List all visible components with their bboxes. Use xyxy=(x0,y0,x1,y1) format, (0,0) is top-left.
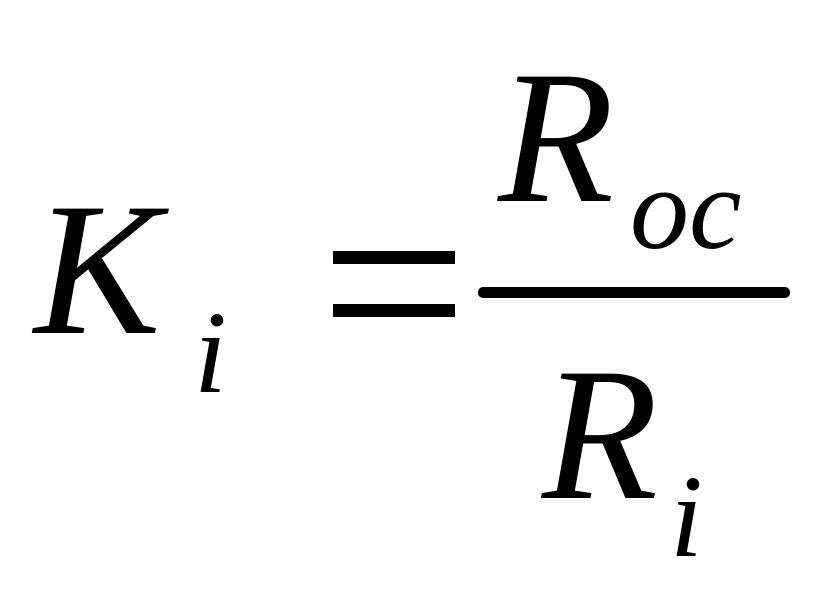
numerator-symbol: R xyxy=(498,33,615,243)
equals-sign-bottom-bar xyxy=(333,304,455,317)
lhs-subscript: i xyxy=(194,287,227,418)
denominator-symbol: R xyxy=(542,330,659,540)
denominator-subscript: i xyxy=(670,451,703,582)
equals-sign-top-bar xyxy=(333,251,455,264)
numerator-subscript: oc xyxy=(630,143,742,274)
lhs-symbol: K xyxy=(34,165,161,375)
fraction-bar xyxy=(478,287,790,298)
